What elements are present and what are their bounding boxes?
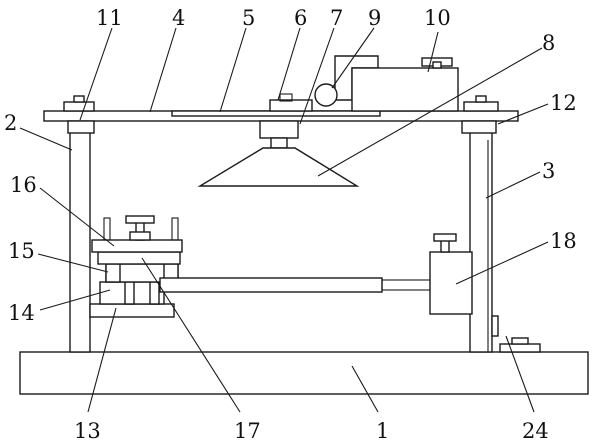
- label-13: 13: [74, 419, 101, 443]
- right-bolt-nut: [463, 101, 499, 112]
- label-8: 8: [542, 31, 555, 55]
- clamp-screw-handle: [125, 215, 155, 224]
- label-10: 10: [424, 6, 451, 30]
- clamp-screw-nut: [129, 231, 151, 241]
- label-15: 15: [8, 239, 35, 263]
- label-17: 17: [234, 419, 261, 443]
- right-bracket-foot: [499, 343, 541, 353]
- motor-knob-stem: [432, 61, 442, 69]
- clamp-top-plate: [91, 239, 183, 253]
- label-14: 14: [8, 301, 35, 325]
- cylinder-knob: [433, 233, 457, 242]
- slider-lug: [279, 93, 293, 102]
- drive-shaft: [159, 277, 383, 293]
- label-12: 12: [550, 91, 577, 115]
- right-bolt-shank: [475, 95, 487, 103]
- base-plate: [19, 351, 589, 395]
- label-16: 16: [10, 173, 37, 197]
- drive-shaft-rod: [381, 279, 431, 291]
- left-bolt-nut: [63, 101, 95, 112]
- motor-box: [351, 67, 459, 112]
- slider-carriage: [269, 99, 313, 112]
- clamp-base-block: [89, 303, 175, 318]
- leader-lines: [19, 27, 549, 413]
- label-9: 9: [368, 6, 381, 30]
- hanging-block: [259, 120, 299, 139]
- hanging-stem: [270, 137, 288, 149]
- left-bearing-block: [67, 120, 95, 134]
- label-2: 2: [4, 111, 17, 135]
- drive-wheel: [314, 83, 338, 107]
- label-4: 4: [172, 6, 185, 30]
- clamp-middle-plate: [97, 251, 181, 265]
- label-7: 7: [330, 6, 343, 30]
- left-bolt-shank: [73, 95, 85, 103]
- cylinder-knob-stem: [440, 239, 450, 253]
- label-6: 6: [294, 6, 307, 30]
- label-18: 18: [550, 229, 577, 253]
- clamp-guide-right: [171, 217, 179, 241]
- label-5: 5: [242, 6, 255, 30]
- label-11: 11: [96, 6, 123, 30]
- clamp-guide-left: [103, 217, 111, 241]
- clamp-post-left: [124, 281, 135, 305]
- cylinder-body: [429, 251, 473, 315]
- right-column: [469, 127, 493, 353]
- right-bracket-plate: [491, 315, 499, 337]
- right-bracket-bolt: [511, 337, 529, 345]
- suction-hood: [197, 147, 360, 187]
- right-bearing-block: [461, 120, 497, 134]
- label-24: 24: [522, 419, 549, 443]
- clamp-post-right: [149, 281, 160, 305]
- left-column: [69, 127, 91, 353]
- slide-rail: [171, 110, 381, 117]
- label-1: 1: [376, 419, 389, 443]
- label-3: 3: [542, 159, 555, 183]
- clamp-jaw-block-left: [105, 263, 121, 283]
